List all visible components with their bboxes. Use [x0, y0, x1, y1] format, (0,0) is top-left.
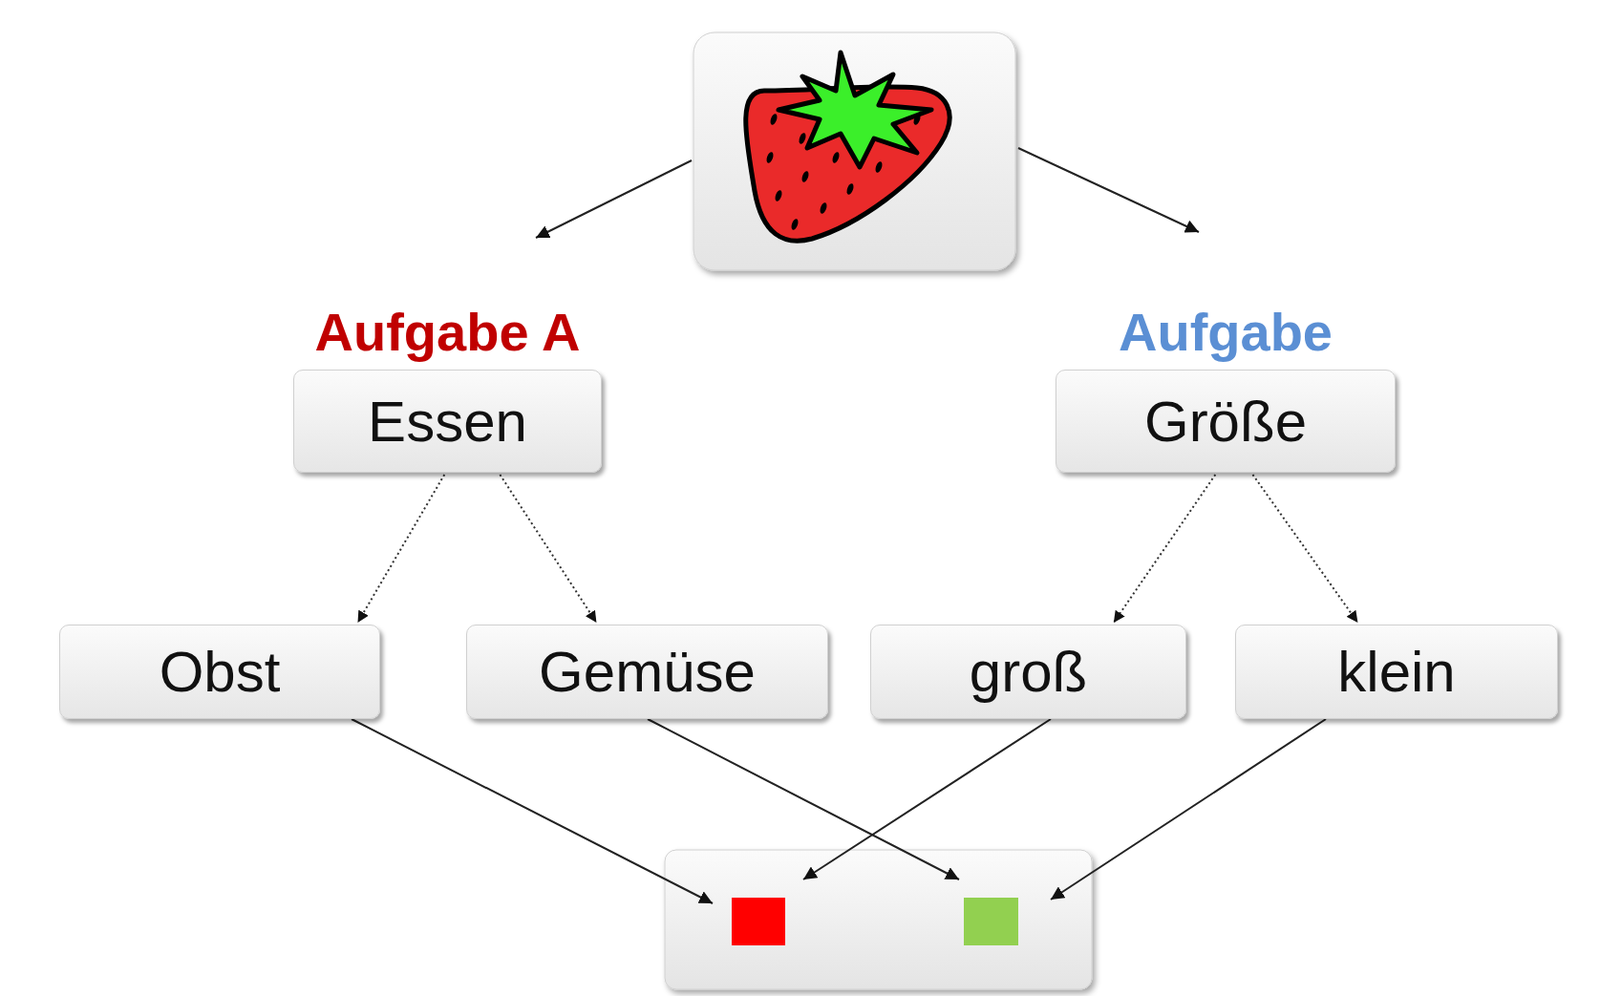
task-heading: Aufgabe	[1118, 300, 1333, 363]
mapping-arrow	[647, 719, 960, 880]
box-label: Essen	[294, 370, 601, 472]
picture-box	[693, 32, 1016, 271]
response-box	[664, 850, 1092, 990]
box-label: groß	[871, 625, 1186, 719]
box-label: Größe	[1056, 370, 1395, 472]
picture-arrow	[535, 160, 692, 238]
category-box: groß	[870, 624, 1187, 720]
picture-arrow	[1018, 148, 1199, 233]
box-label: klein	[1236, 625, 1558, 719]
dotted-arrow	[499, 474, 597, 623]
category-box: AufgabeGröße	[1055, 369, 1396, 473]
category-box: klein	[1235, 624, 1558, 720]
box-label: Gemüse	[467, 625, 828, 719]
response-key-red	[731, 897, 786, 946]
dotted-arrow	[1252, 474, 1358, 623]
dotted-arrow	[357, 474, 445, 623]
task-heading: Aufgabe A	[315, 300, 581, 363]
mapping-arrow	[803, 719, 1051, 880]
response-key-green	[963, 897, 1019, 946]
category-box: Obst	[59, 624, 381, 720]
dotted-arrow	[1113, 474, 1216, 623]
mapping-arrow	[351, 719, 713, 904]
category-box: Gemüse	[466, 624, 829, 720]
strawberry-icon	[746, 52, 950, 241]
mapping-arrow	[1050, 719, 1326, 900]
category-box: Aufgabe AEssen	[293, 369, 602, 473]
box-label: Obst	[60, 625, 380, 719]
